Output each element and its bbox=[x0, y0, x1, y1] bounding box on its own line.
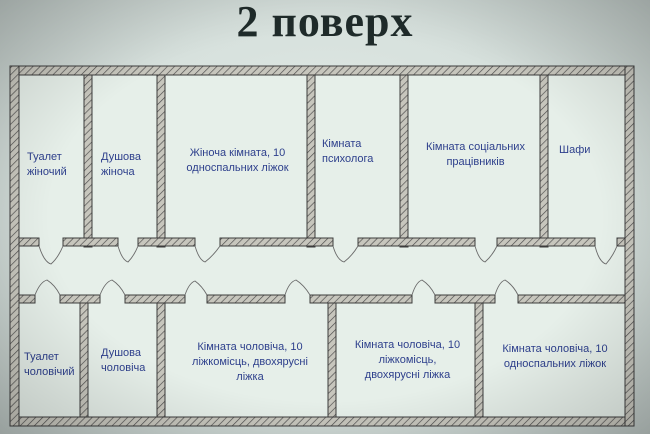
room-label-toilet-female: Туалет жіночий bbox=[27, 151, 67, 178]
room-label-shower-female: Душова жіноча bbox=[101, 151, 141, 178]
room-label-men-room-1: Кімната чоловіча, 10 ліжкомісць, двохяру… bbox=[192, 341, 308, 383]
room-label-toilet-male: Туалет чоловічий bbox=[24, 351, 75, 378]
bottom-partitions bbox=[79, 302, 484, 418]
page-title: 2 поверх bbox=[236, 0, 414, 46]
plan-floor bbox=[14, 72, 630, 424]
room-label-wardrobes: Шафи bbox=[559, 144, 591, 156]
room-label-psychologist: Кімната психолога bbox=[322, 138, 374, 165]
room-label-men-room-2: Кімната чоловіча, 10 ліжкомісць, двохяру… bbox=[354, 339, 461, 381]
top-partitions bbox=[83, 74, 549, 248]
corridor-wall-top bbox=[18, 237, 626, 247]
corridor-wall-bottom bbox=[18, 294, 626, 304]
room-label-men-room-3: Кімната чоловіча, 10 односпальних ліжок bbox=[502, 343, 608, 370]
room-label-social-workers: Кімната соціальних працівників bbox=[426, 141, 525, 168]
room-label-shower-male: Душова чоловіча bbox=[101, 347, 146, 374]
room-label-women-room: Жіноча кімната, 10 односпальних ліжок bbox=[186, 147, 289, 174]
door-swings bbox=[34, 245, 618, 296]
